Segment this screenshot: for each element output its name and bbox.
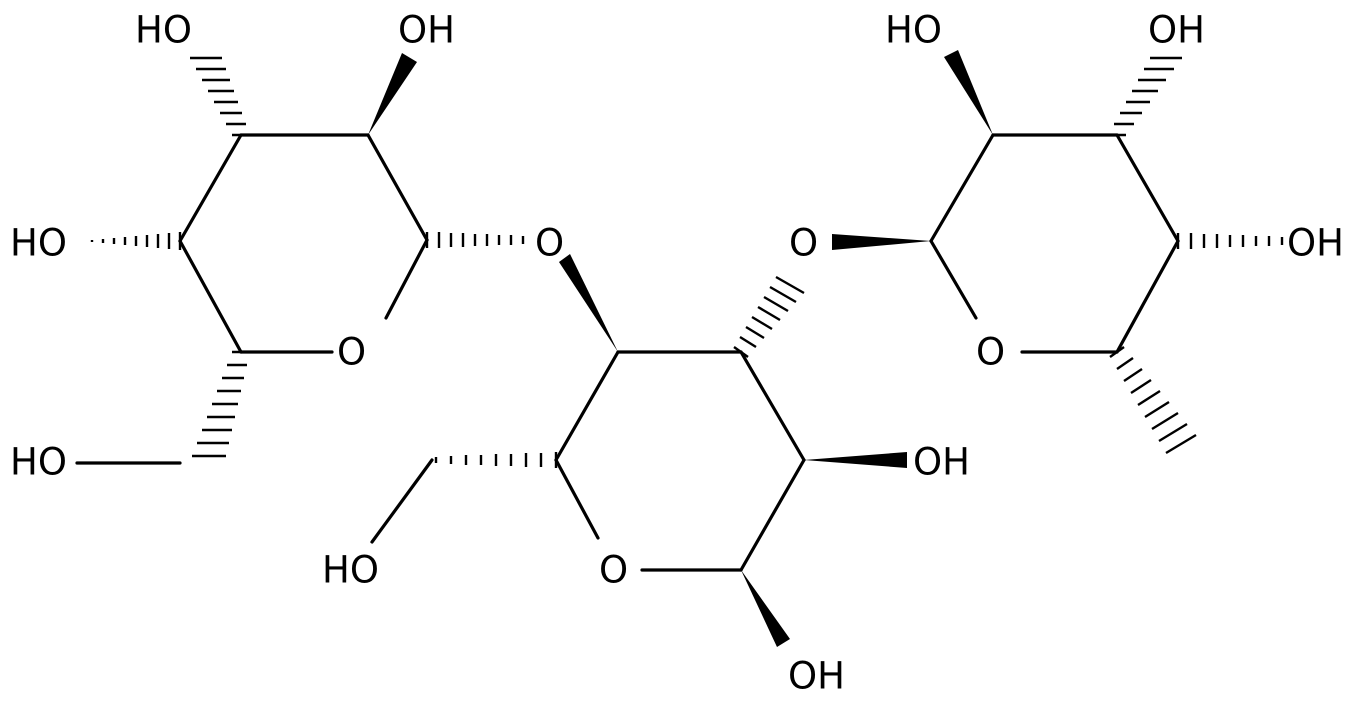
left-ring-oxygen-label: O [337, 331, 366, 374]
right-ring-oxygen-label: O [976, 331, 1005, 374]
glycosidic-oxygen-left-label: O [535, 222, 564, 265]
left-hash-c5-oh [90, 232, 182, 250]
left-c5-hydroxyl-label: HO [10, 222, 67, 265]
middle-wedge-link-left [559, 254, 618, 352]
middle-c2-hydroxyl-label: OH [913, 441, 970, 484]
right-hash-methyl [1109, 346, 1197, 455]
middle-wedge-c2-oh [804, 452, 907, 468]
middle-ch2oh-label: HO [322, 549, 379, 592]
left-hash-ch2 [192, 350, 250, 458]
right-sugar-ring [929, 133, 1180, 354]
left-ch2oh-label: HO [10, 441, 67, 484]
right-c3-hydroxyl-label: OH [1148, 9, 1205, 52]
middle-hash-link-right [733, 275, 805, 358]
right-wedge-c2-oh [944, 50, 993, 135]
middle-ring-oxygen-label: O [599, 549, 628, 592]
right-hash-c4-oh [1176, 233, 1284, 249]
left-hash-c4-oh [190, 56, 250, 137]
middle-sugar-ring [554, 350, 806, 572]
right-hash-c3-oh [1108, 56, 1182, 137]
middle-ch2oh-bond [370, 458, 434, 544]
middle-anomeric-hydroxyl-label: OH [788, 655, 845, 698]
left-hash-anomeric-link [425, 232, 525, 248]
middle-wedge-anomeric-oh [741, 570, 790, 647]
right-c4-hydroxyl-label: OH [1287, 222, 1344, 265]
right-c2-hydroxyl-label: HO [885, 9, 942, 52]
left-sugar-ring [178, 133, 429, 354]
left-c3-hydroxyl-label: OH [398, 9, 455, 52]
middle-hash-ch2 [434, 452, 558, 468]
left-wedge-oh [368, 53, 417, 135]
glycosidic-oxygen-right-label: O [789, 222, 818, 265]
left-c4-hydroxyl-label: HO [135, 9, 192, 52]
right-wedge-link [832, 234, 931, 250]
